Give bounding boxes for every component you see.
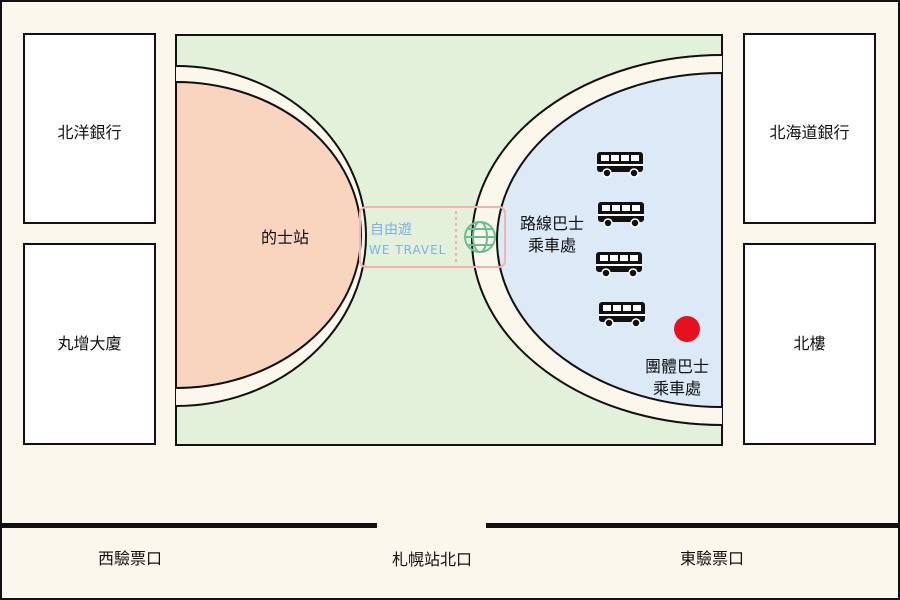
bus-icon [599,302,645,328]
exit-west-label: 西驗票口 [97,549,162,568]
building-label-top-left: 北洋銀行 [57,123,122,142]
tour-bus-label: 團體巴士 乘車處 [644,357,709,398]
tour-bus-stop-marker [674,316,700,342]
bus-icon [597,152,643,178]
watermark-frame [359,206,506,268]
taxi-stand-label: 的士站 [260,228,309,247]
building-label-bottom-left: 丸增大廈 [57,334,122,353]
station-wall-west [0,523,377,528]
route-bus-label: 路線巴士 乘車處 [519,214,584,255]
building-top-right [743,33,876,224]
building-label-bottom-right: 北樓 [793,334,826,353]
watermark-subtitle: WE TRAVEL [369,243,447,257]
bus-icon [596,252,642,278]
building-top-left [23,33,156,224]
watermark-title: 自由遊 [370,222,412,238]
building-label-top-right: 北海道銀行 [769,123,850,142]
right-road-edge [471,54,723,426]
exit-center-label: 札幌站北口 [391,550,472,569]
bus-icon [598,202,644,228]
left-road-edge [175,65,367,407]
station-wall-east [486,523,900,528]
building-bottom-right [743,243,876,445]
globe-icon [464,221,496,253]
bus-zone [496,71,723,409]
exit-east-label: 東驗票口 [679,549,744,568]
building-bottom-left [23,243,156,445]
